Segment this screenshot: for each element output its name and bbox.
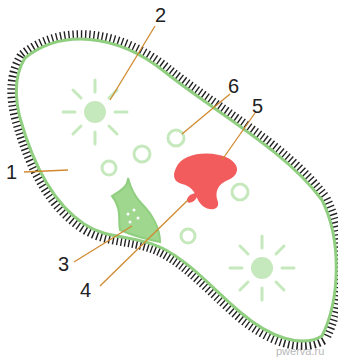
callout-number: 3: [58, 254, 69, 274]
macronucleus: [174, 153, 237, 209]
cilia: [16, 39, 336, 341]
callout-number: 1: [6, 162, 17, 182]
contractile-vacuole: [63, 80, 127, 144]
cell-mouth: [112, 178, 160, 242]
watermark: pwerva.ru: [276, 346, 324, 357]
micronucleus: [185, 191, 199, 204]
leader-lines: [24, 26, 255, 286]
callout-number: 5: [252, 96, 263, 116]
callout-number: 2: [155, 5, 166, 25]
contractile-vacuole: [230, 236, 294, 300]
cell-body: [16, 39, 336, 341]
callout-number: 4: [80, 280, 91, 300]
callout-number: 6: [228, 76, 239, 96]
mouth-dots: [127, 209, 140, 224]
food-vacuole: [102, 130, 248, 243]
